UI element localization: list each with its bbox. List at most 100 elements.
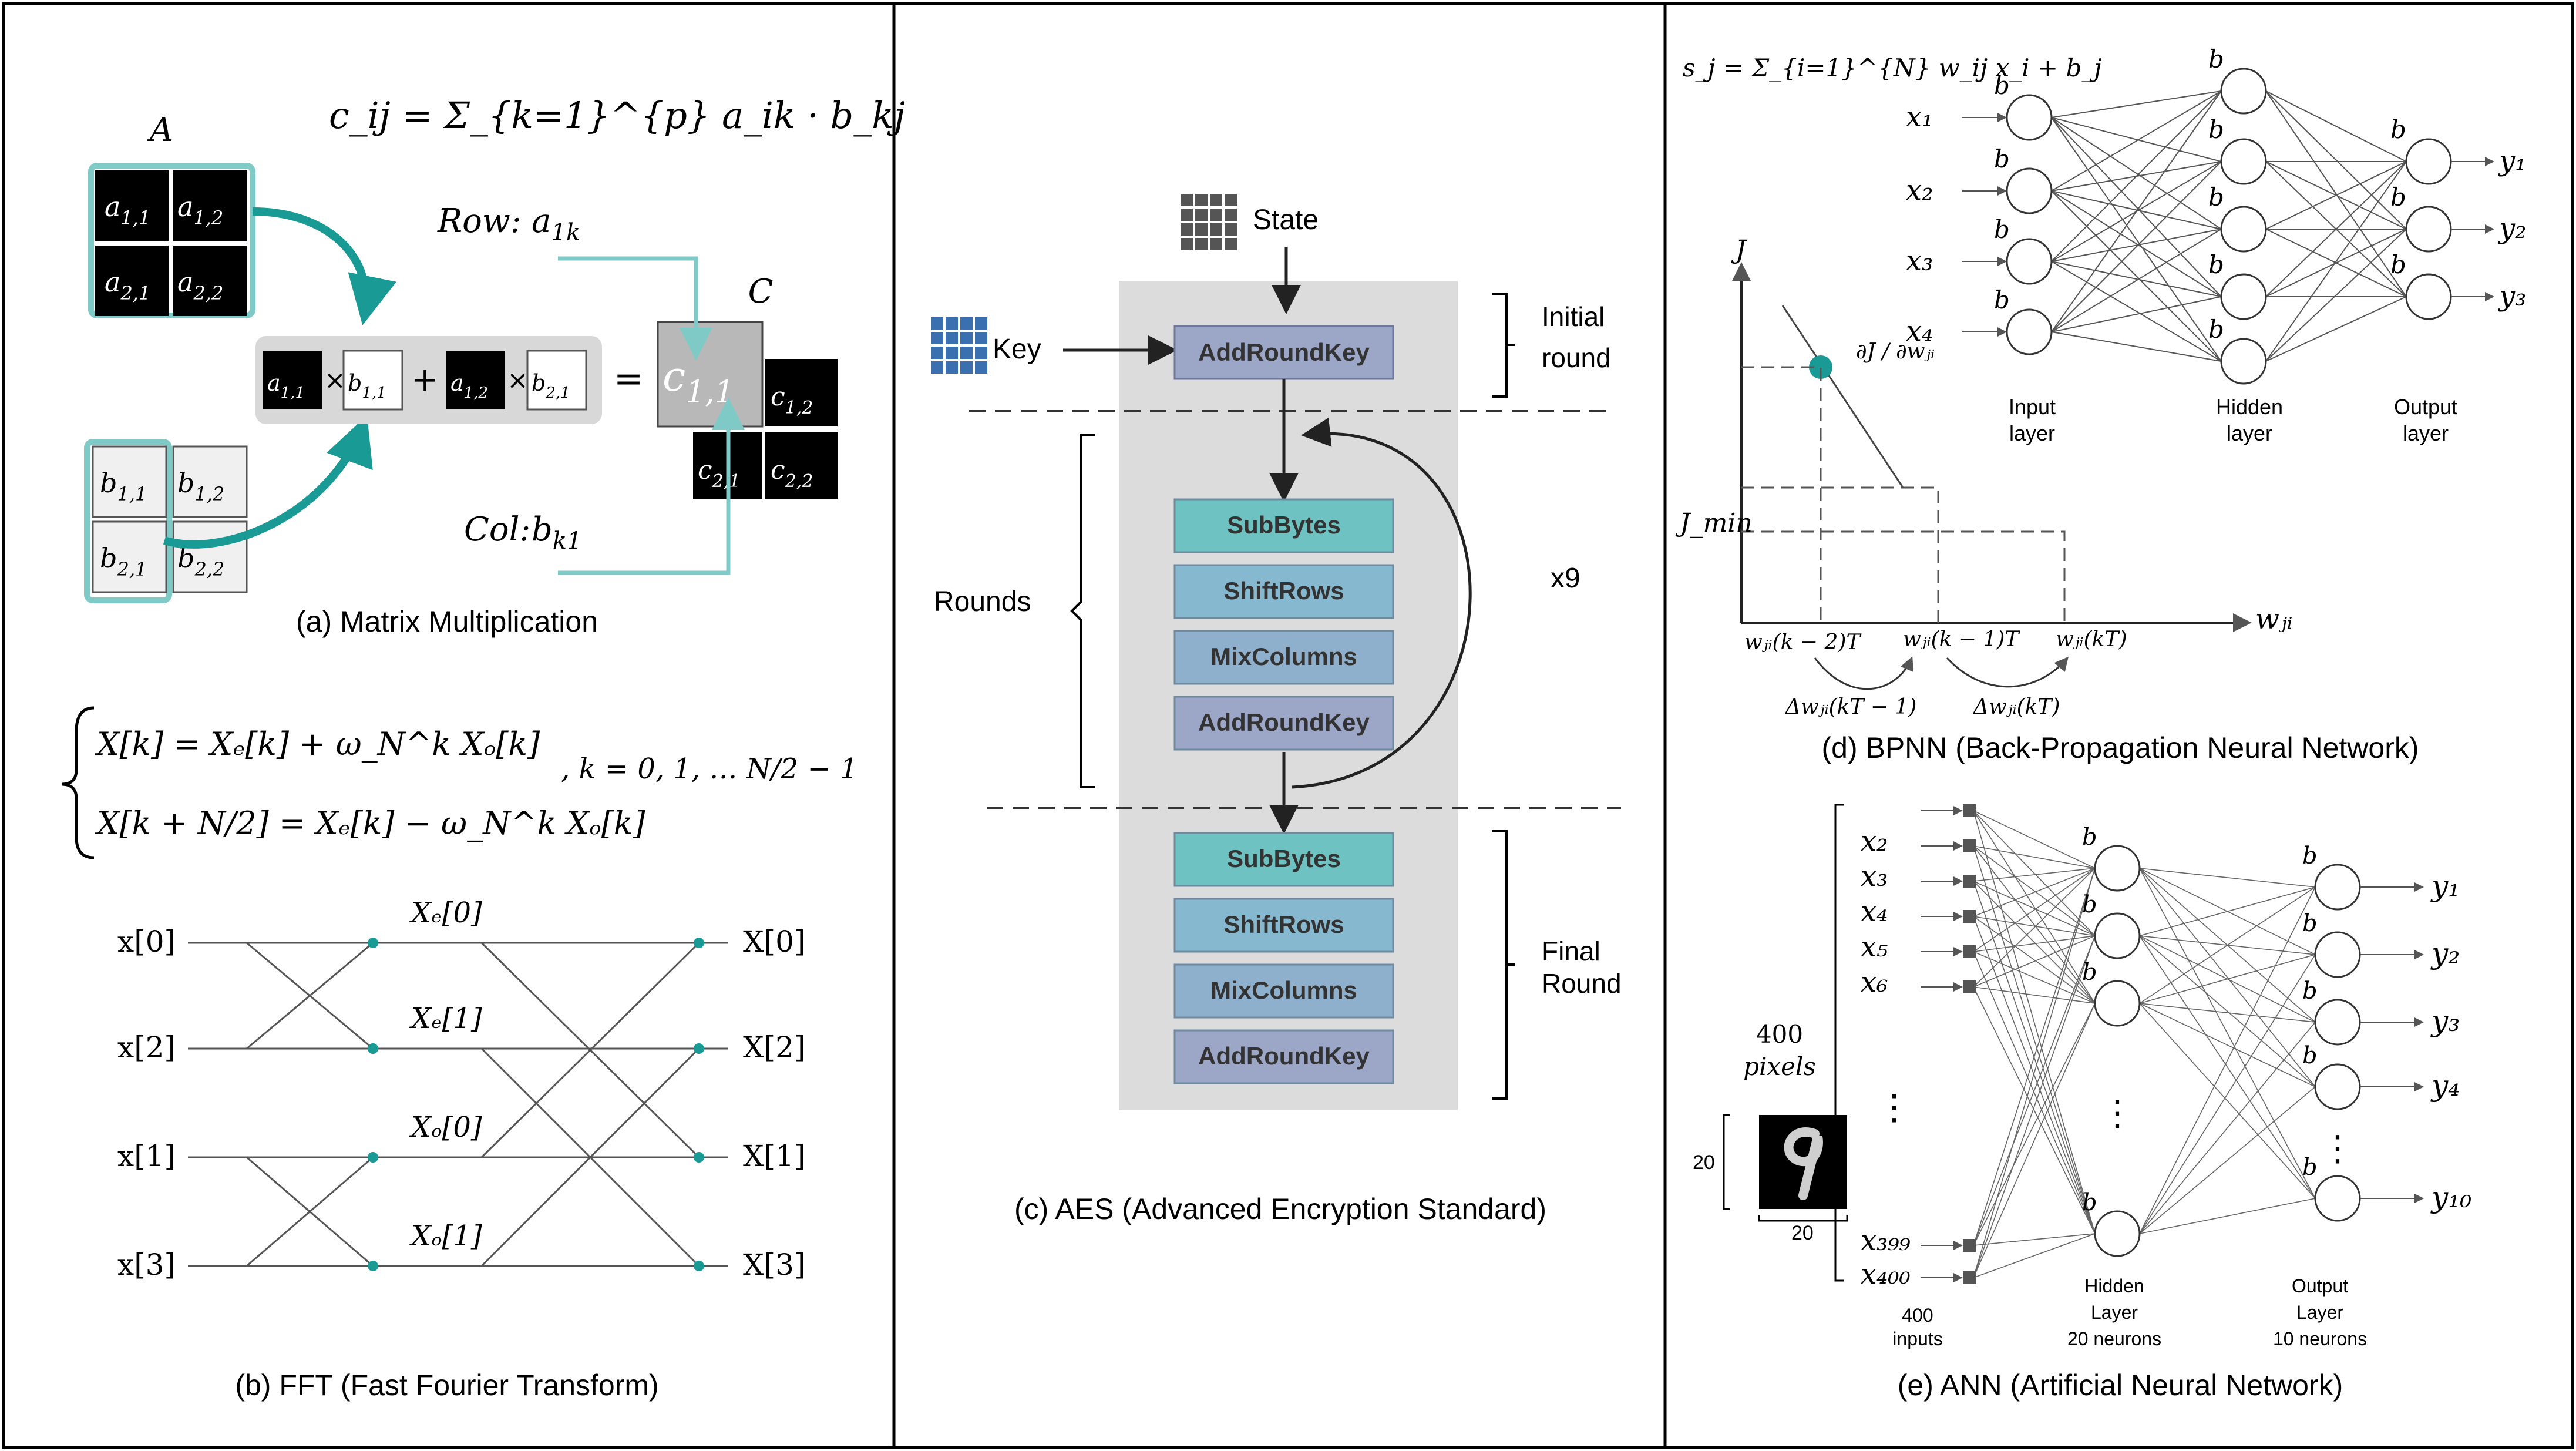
layer-label: Hidden (2216, 395, 2283, 419)
panel-bpnn: s_j = Σ_{i=1}^{N} w_ij x_i + b_j x₁bx₂bx… (1675, 45, 2526, 764)
hidden-neuron (2220, 273, 2267, 320)
hidden-neuron (2220, 138, 2267, 185)
fft-input: x[0] (117, 925, 176, 959)
panel-ann: x₂x₃x₄x₅x₆x₃₉₉x₄₀₀⋮bbbb⋮y₁by₂by₃by₄by₁₀b… (1693, 804, 2471, 1402)
hidden-neuron (2220, 68, 2267, 115)
weight-edge (2051, 161, 2222, 332)
img-width-bracket (1758, 1215, 1848, 1222)
weight-edge (2265, 229, 2407, 362)
product-cell (446, 351, 505, 409)
weight-edge (2051, 331, 2222, 362)
hidden-label-3: 20 neurons (2067, 1328, 2161, 1349)
weight-edge (2051, 90, 2222, 192)
x-axis-label: wⱼᵢ (2255, 603, 2292, 636)
layer-label: layer (2009, 421, 2055, 445)
weight-edge (2265, 229, 2407, 297)
weight-edge (2139, 1086, 2316, 1234)
input-label-1: 400 (1902, 1305, 1933, 1326)
bias-label: b (2208, 115, 2224, 144)
bias-label: b (2208, 250, 2224, 279)
times-sign: × (324, 365, 346, 395)
weight-edge (1973, 868, 2096, 1246)
weight-edge (2265, 161, 2407, 297)
bias-label: b (2208, 183, 2224, 211)
cost-curve (1781, 305, 1904, 488)
aes-step-label: ShiftRows (1223, 911, 1344, 938)
weight-edge (2051, 90, 2222, 118)
matrix-a-highlight (88, 163, 255, 318)
butterfly-network (188, 942, 728, 1267)
col-arrow (163, 415, 373, 549)
product-cell (526, 350, 587, 411)
weight-edge (1973, 1003, 2096, 1246)
matrix-cell (173, 170, 247, 241)
weight-edge (1973, 916, 2096, 1004)
butterfly-edge (480, 942, 700, 1158)
weight-edge (1973, 951, 2096, 1234)
bias-label: b (2302, 978, 2318, 1005)
weight-edge (1973, 810, 2096, 1234)
delta-1: Δwⱼᵢ(kT − 1) (1784, 695, 1916, 719)
state-label: State (1253, 204, 1319, 236)
weight-edge (2139, 954, 2316, 1234)
weight-edge (1973, 935, 2096, 1278)
input-neuron (2006, 308, 2053, 355)
weight-edge (1973, 868, 2096, 952)
aes-step-box (1173, 630, 1394, 685)
weight-edge (2139, 1198, 2316, 1234)
fft-equation-2: X[k + N/2] = Xₑ[k] − ω_N^k Xₒ[k] (95, 805, 645, 842)
ann-output-label: y₄ (2430, 1069, 2460, 1103)
bpnn-input-label: x₄ (1906, 315, 1933, 348)
layer-label: Output (2394, 395, 2457, 419)
bpnn-input-label: x₁ (1906, 100, 1933, 133)
output-neuron (2405, 273, 2452, 320)
ann-network: x₂x₃x₄x₅x₆x₃₉₉x₄₀₀⋮bbbb⋮y₁by₂by₃by₄by₁₀b… (1861, 804, 2471, 1291)
matrix-b-highlight (84, 439, 172, 603)
aes-step-box (1173, 498, 1394, 553)
node-dot (694, 1152, 704, 1163)
fft-equation-1: X[k] = Xₑ[k] + ω_N^k Xₒ[k] (95, 726, 540, 763)
bias-label: b (2302, 842, 2318, 869)
col-label: Col: (464, 510, 530, 549)
input-node (1963, 839, 1976, 852)
weight-edge (2139, 886, 2316, 1004)
initial-label-1: Initial (1542, 301, 1605, 332)
state-grid-icon (1181, 194, 1237, 250)
row-term: a1k (532, 202, 580, 246)
x-tick-2: wⱼᵢ(k − 1)T (1903, 627, 2020, 651)
caption-a: (a) Matrix Multiplication (296, 605, 598, 638)
final-bracket (1492, 830, 1515, 1100)
hidden-neuron (2220, 206, 2267, 253)
panel-matrix-multiplication: c_ij = Σ_{k=1}^{p} a_ik · b_kj A a1,1 a1… (84, 94, 905, 638)
weight-edge (1973, 810, 2096, 869)
weight-edge (2051, 117, 2222, 162)
bias-label: b (2302, 1154, 2318, 1181)
final-label-2: Round (1542, 968, 1622, 999)
y-axis-label: J (1731, 235, 1747, 265)
weight-edge (1973, 986, 2096, 1234)
weight-edge (2139, 935, 2316, 1199)
matrix-formula: c_ij = Σ_{k=1}^{p} a_ik · b_kj (329, 94, 905, 137)
bias-label: b (2082, 891, 2097, 918)
bias-label: b (2390, 183, 2406, 211)
weight-edge (1973, 951, 2096, 1004)
times-sign: × (507, 365, 529, 395)
repeat-label: x9 (1551, 563, 1580, 594)
output-label-1: Output (2292, 1275, 2348, 1297)
matrix-cell (95, 170, 169, 241)
fft-input: x[2] (117, 1030, 176, 1064)
matrix-a-label: A (147, 111, 173, 149)
current-point (1809, 355, 1832, 379)
initial-label-2: round (1542, 342, 1611, 373)
ann-input-label: x₅ (1861, 931, 1888, 963)
fft-mid-label: Xₒ[0] (409, 1111, 482, 1144)
node-dot (368, 1152, 378, 1163)
weight-edge (2051, 190, 2222, 297)
bpnn-output-label: y₃ (2498, 280, 2526, 313)
input-label-2: inputs (1892, 1328, 1942, 1349)
node-dot (368, 1261, 378, 1271)
row-arrow (252, 207, 396, 325)
weight-edge (1973, 810, 2096, 1004)
row-label: Row: (437, 202, 522, 240)
system-brace (61, 706, 95, 859)
